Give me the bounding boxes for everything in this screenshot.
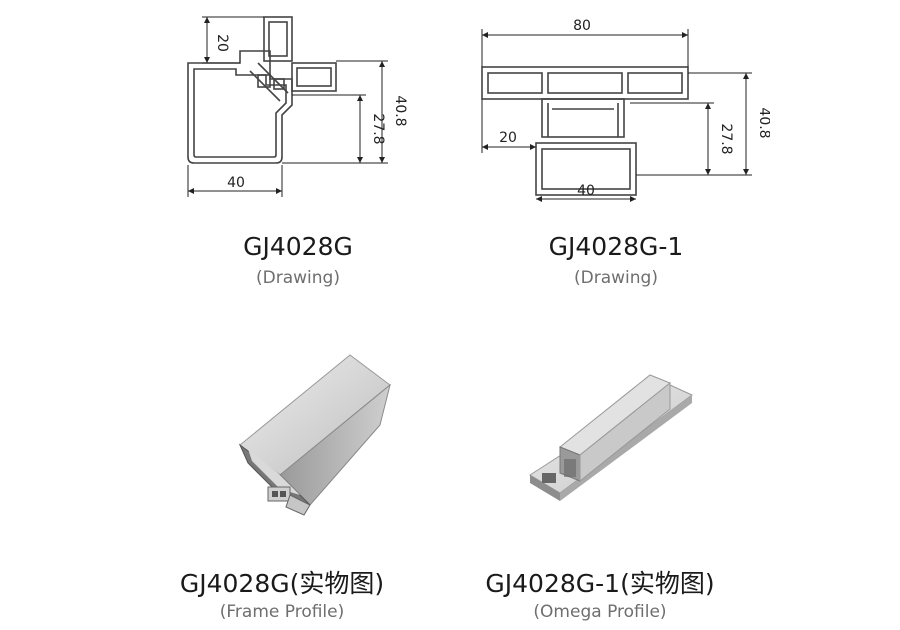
photo-frame-profile xyxy=(238,354,391,516)
dim-27-8-label: 27.8 xyxy=(718,123,734,154)
dim-80-label: 80 xyxy=(573,18,591,34)
dim-27-8-label: 27.8 xyxy=(370,113,386,144)
dim-40-label: 40 xyxy=(577,183,595,199)
profile-bottom-box xyxy=(535,142,637,196)
caption-gj4028g-drawing: (Drawing) xyxy=(256,268,340,288)
drawing-gj4028g: 20 27.8 40.8 40 xyxy=(187,16,408,197)
caption-omega-profile: (Omega Profile) xyxy=(533,602,667,622)
caption-frame-profile: (Frame Profile) xyxy=(219,602,345,622)
title-gj4028g-1-drawing: GJ4028G-1 xyxy=(548,232,684,261)
dim-40-8-label: 40.8 xyxy=(756,107,770,138)
profile-stem xyxy=(541,98,625,138)
dim-40-8-label: 40.8 xyxy=(392,95,408,126)
title-gj4028g-drawing: GJ4028G xyxy=(243,232,353,261)
profile-top-bar xyxy=(481,66,689,100)
profile-inner xyxy=(193,68,287,158)
dim-20-label: 20 xyxy=(499,130,517,146)
dim-20-label: 20 xyxy=(214,34,230,52)
dim-40-label: 40 xyxy=(227,175,245,191)
caption-gj4028g-1-drawing: (Drawing) xyxy=(574,268,658,288)
photo-omega-profile xyxy=(529,374,693,501)
title-gj4028g-1-photo: GJ4028G-1(实物图) xyxy=(485,569,715,598)
drawing-gj4028g-1: 80 20 27.8 40.8 40 xyxy=(481,18,770,202)
title-gj4028g-photo: GJ4028G(实物图) xyxy=(179,569,385,598)
profile-top-tab xyxy=(263,16,293,62)
profile-right-tab xyxy=(291,62,337,92)
